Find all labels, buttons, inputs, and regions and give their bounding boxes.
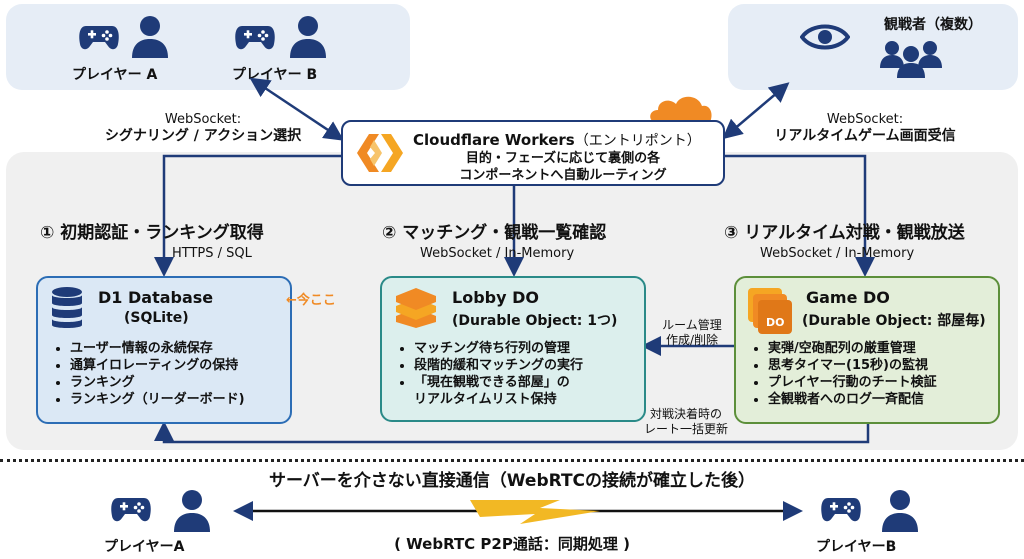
current-location-marker: ←今ここ	[286, 293, 336, 308]
list-item: 段階的緩和マッチングの実行	[414, 357, 658, 374]
p2p-player-b-label: プレイヤーB	[816, 539, 897, 555]
user-icon	[132, 16, 168, 58]
game-do-icon-text: DO	[766, 316, 785, 329]
p2p-subtitle: ( WebRTC P2P通話：同期処理 )	[394, 535, 630, 553]
list-item: 通算イロレーティングの保持	[70, 357, 300, 374]
list-item: 全観戦者へのログ一斉配信	[768, 391, 1012, 408]
step-2-heading: ② マッチング・観戦一覧確認	[382, 223, 607, 243]
game-title: Game DO	[806, 288, 890, 307]
list-item: 実弾/空砲配列の厳重管理	[768, 340, 1012, 357]
gamepad-icon	[821, 498, 861, 522]
d1-items: ユーザー情報の永続保存 通算イロレーティングの保持 ランキング ランキング（リー…	[56, 340, 300, 408]
lobby-items: マッチング待ち行列の管理 段階的緩和マッチングの実行 「現在観戦できる部屋」の …	[400, 340, 658, 408]
eye-icon	[800, 24, 850, 50]
list-item: プレイヤー行動のチート検証	[768, 374, 1012, 391]
players-zone	[6, 4, 410, 90]
lobby-subtitle: (Durable Object: 1つ)	[452, 313, 618, 329]
group-icon	[880, 41, 942, 78]
list-item: 「現在観戦できる部屋」の リアルタイムリスト保持	[414, 374, 658, 408]
list-item: 思考タイマー(15秒)の監視	[768, 357, 1012, 374]
d1-subtitle: (SQLite)	[124, 310, 189, 326]
workers-icon	[357, 134, 403, 172]
game-do-card: DO Game DO (Durable Object: 部屋毎) 実弾/空砲配列…	[734, 276, 1000, 424]
spectators-zone	[728, 4, 1018, 90]
rate-update-label: 対戦決着時の レート一括更新	[643, 407, 728, 436]
step-1-heading: ① 初期認証・ランキング取得	[40, 223, 264, 243]
step-3-heading: ③ リアルタイム対戦・観戦放送	[724, 223, 965, 243]
cloud-icon	[650, 96, 712, 122]
edge-label-players: WebSocket: シグナリング / アクション選択	[104, 112, 302, 144]
gamepad-icon	[111, 498, 151, 522]
list-item: ランキング	[70, 374, 300, 391]
game-items: 実弾/空砲配列の厳重管理 思考タイマー(15秒)の監視 プレイヤー行動のチート検…	[754, 340, 1012, 408]
user-icon	[290, 16, 326, 58]
step-1-protocol: HTTPS / SQL	[172, 246, 252, 261]
game-subtitle: (Durable Object: 部屋毎)	[802, 313, 986, 329]
step-3-protocol: WebSocket / In-Memory	[760, 246, 915, 261]
edge-label-spectators: WebSocket: リアルタイムゲーム画面受信	[774, 112, 956, 144]
database-icon	[52, 287, 82, 328]
room-management-label: ルーム管理 作成/削除	[662, 318, 722, 347]
gamepad-icon	[235, 26, 275, 50]
lobby-title: Lobby DO	[452, 288, 539, 307]
step-2-protocol: WebSocket / In-Memory	[420, 246, 575, 261]
lobby-do-card: Lobby DO (Durable Object: 1つ) マッチング待ち行列の…	[380, 276, 646, 422]
d1-title: D1 Database	[98, 288, 214, 307]
hub-title: Cloudflare Workers（エントリポント）	[413, 131, 701, 149]
list-item: ユーザー情報の永続保存	[70, 340, 300, 357]
list-item: マッチング待ち行列の管理	[414, 340, 658, 357]
list-item: ランキング（リーダーボード)	[70, 391, 300, 408]
section-divider	[0, 459, 1024, 462]
game-do-icon	[748, 288, 792, 334]
d1-database-card: D1 Database (SQLite) ユーザー情報の永続保存 通算イロレーテ…	[36, 276, 292, 424]
gamepad-icon	[79, 26, 119, 50]
spectators-label: 観戦者（複数）	[884, 17, 982, 33]
cloudflare-workers-hub: Cloudflare Workers（エントリポント） 目的・フェーズに応じて裏…	[341, 120, 725, 186]
layers-icon	[396, 288, 436, 328]
hub-description: 目的・フェーズに応じて裏側の各 コンポーネントへ自動ルーティング	[459, 151, 667, 183]
p2p-title: サーバーを介さない直接通信（WebRTCの接続が確立した後）	[268, 471, 756, 491]
player-a-label: プレイヤー A	[72, 67, 158, 83]
p2p-player-a-label: プレイヤーA	[104, 539, 185, 555]
user-icon	[174, 490, 210, 532]
user-icon	[882, 490, 918, 532]
